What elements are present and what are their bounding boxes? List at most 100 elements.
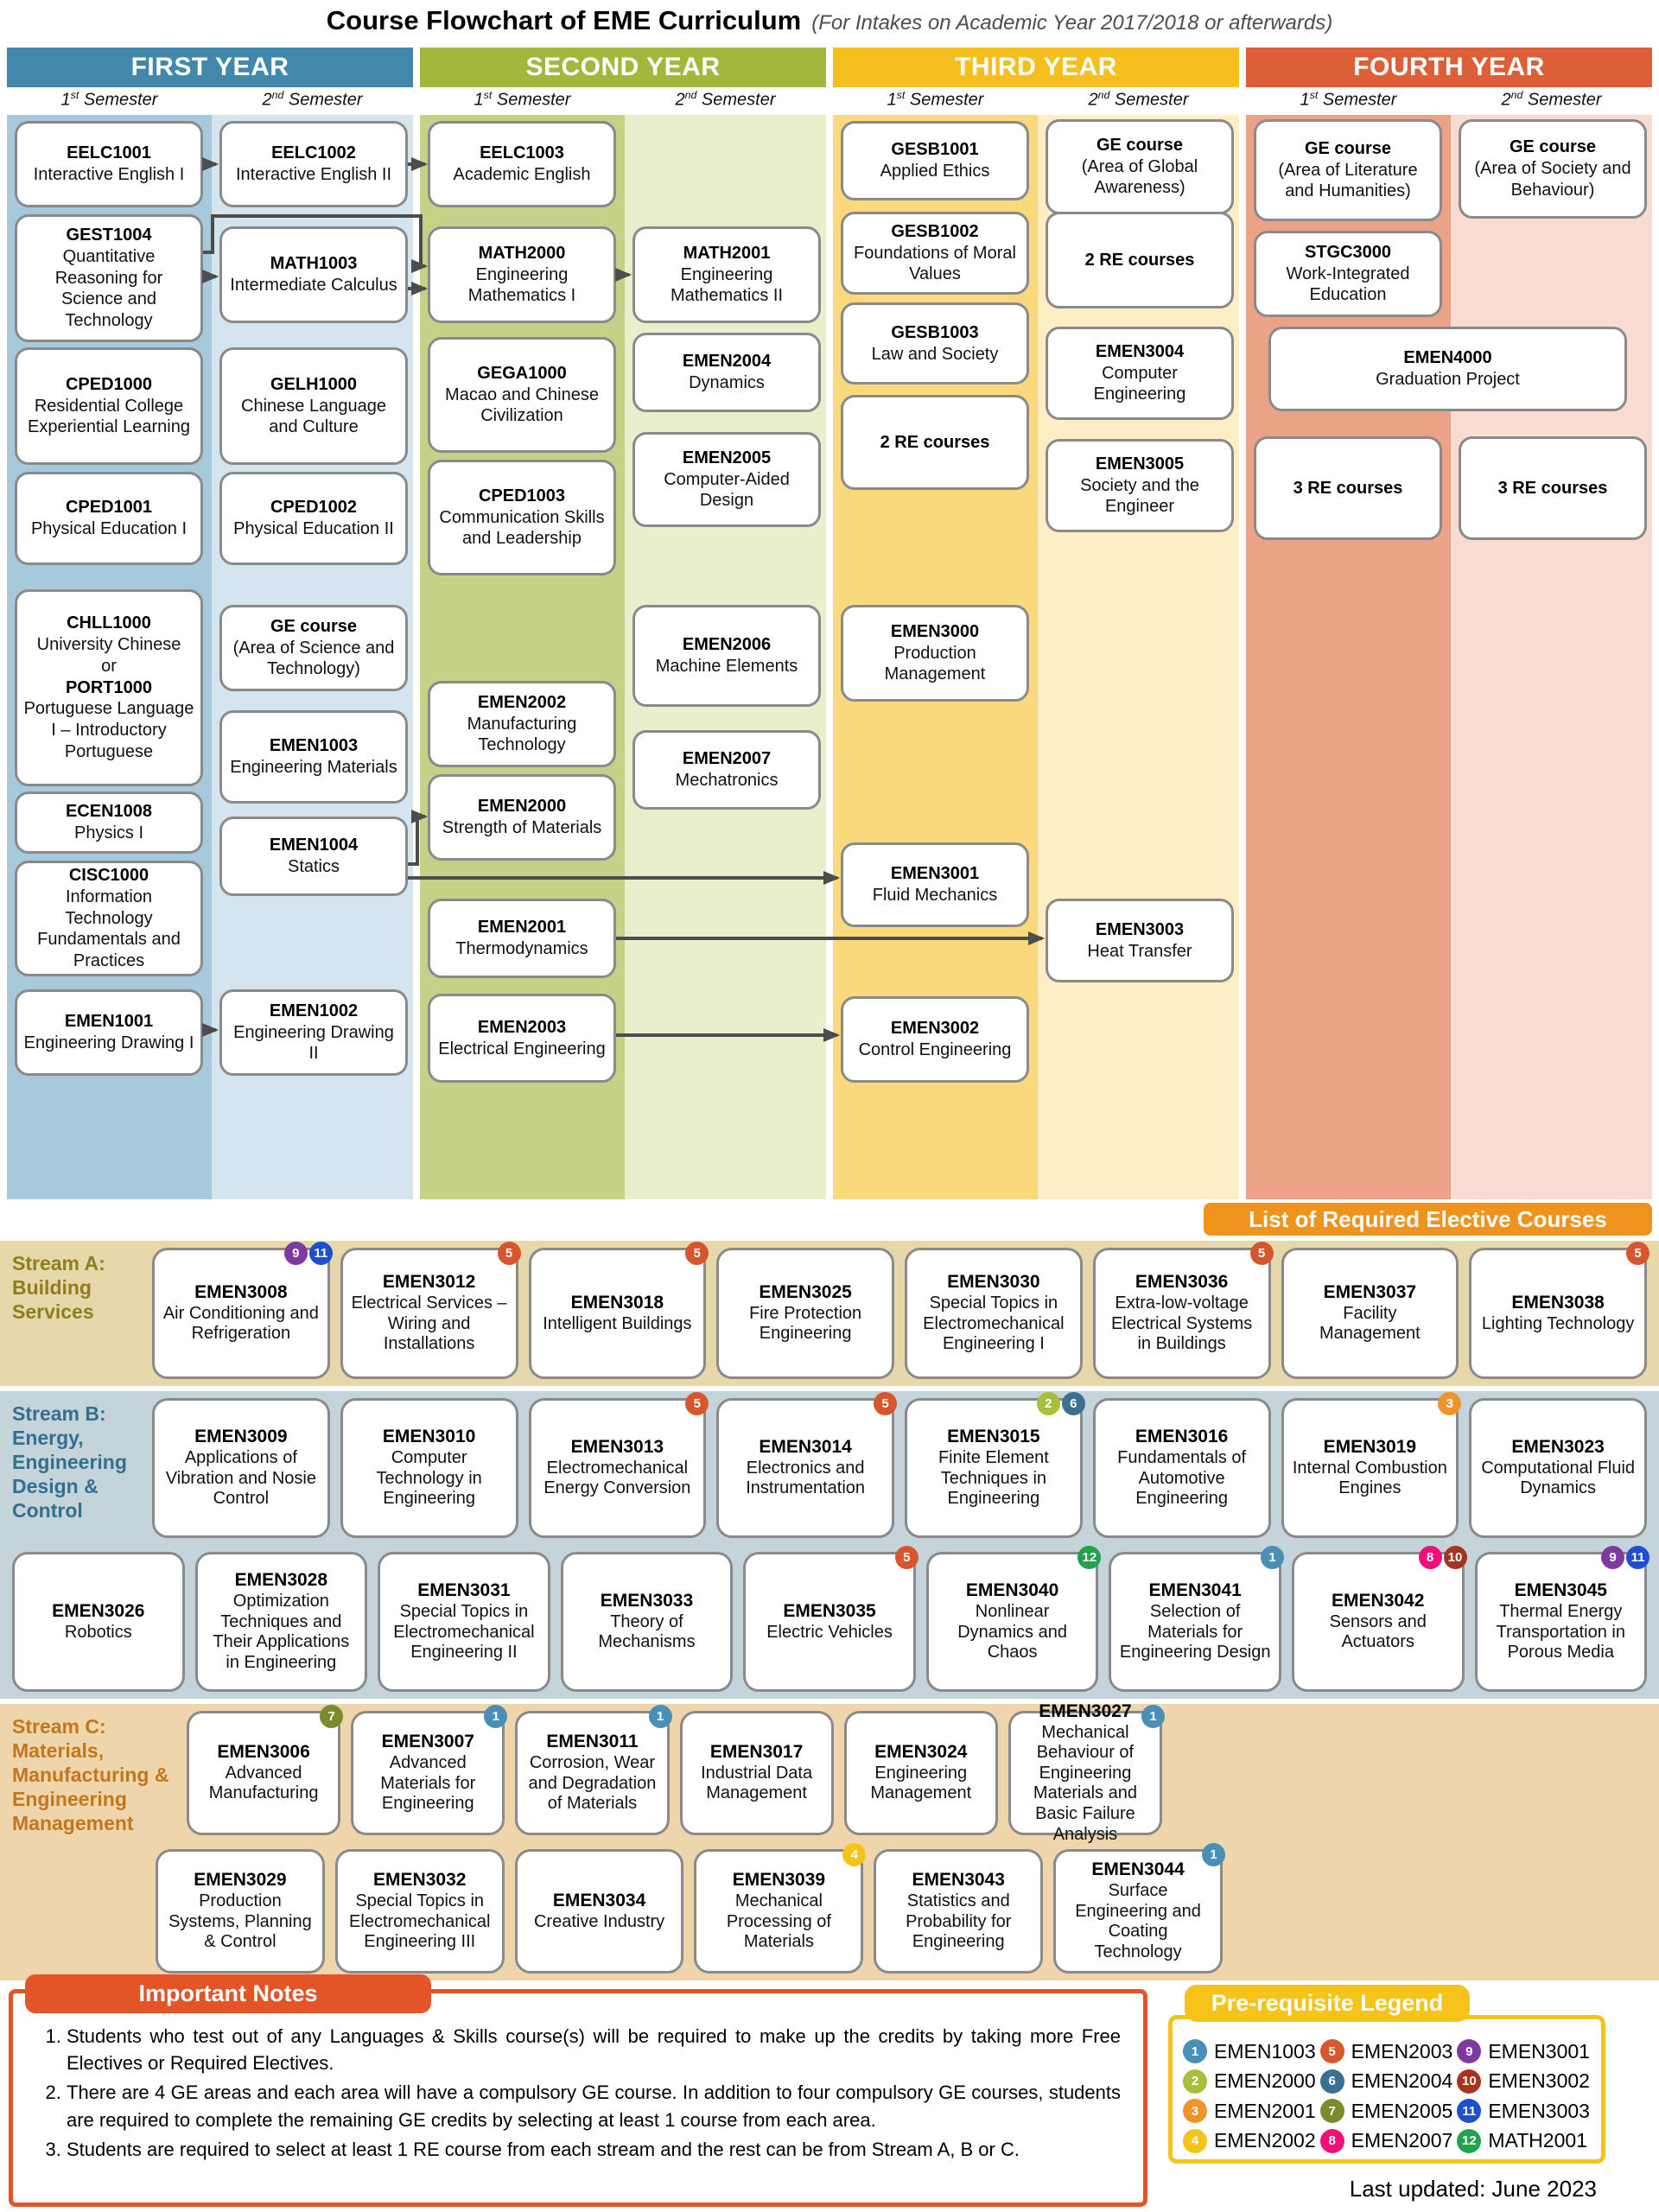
- course-box-line: EMEN1004: [269, 836, 359, 855]
- prereq-badges: 7: [320, 1705, 344, 1728]
- elective-name: Sensors and Actuators: [1329, 1611, 1427, 1652]
- legend-label: EMEN2001: [1214, 2099, 1316, 2122]
- prereq-badge-10: 10: [1443, 1546, 1467, 1569]
- course-box-line: Communication Skills and Leadership: [439, 507, 605, 549]
- course-box-line: 2 RE courses: [880, 432, 990, 452]
- prereq-badge-1: 1: [484, 1705, 508, 1728]
- course-box-line: EMEN4000: [1403, 348, 1492, 368]
- stream-label-line: Design &: [12, 1475, 99, 1498]
- course-box-line: CPED1003: [478, 486, 566, 505]
- course-box-line: Production Management: [884, 643, 986, 684]
- course-box-line: GELH1000: [270, 374, 358, 394]
- stream-label-line: Management: [12, 1812, 134, 1835]
- course-box-line: EMEN3002: [890, 1019, 980, 1039]
- prereq-badges: 1: [484, 1705, 508, 1728]
- course-box-line: Fluid Mechanics: [872, 886, 998, 905]
- course-box-line: EELC1003: [480, 143, 564, 163]
- semester-label: 1st Semester: [1246, 89, 1451, 113]
- elective-code: EMEN3016: [1135, 1427, 1229, 1447]
- semester-label: 1st Semester: [7, 89, 212, 113]
- course-box-line: Manufacturing Technology: [467, 714, 577, 755]
- semester-word: Semester: [1318, 90, 1397, 110]
- course-box-line: Engineering Materials: [230, 758, 397, 777]
- elective-name: Applications of Vibration and Nosie Cont…: [165, 1447, 316, 1509]
- course-box-ge-course: GE course(Area of Science and Technology…: [219, 605, 408, 691]
- semester-label: 2nd Semester: [1038, 89, 1239, 113]
- prereq-badge-8: 8: [1418, 1546, 1442, 1569]
- course-box-line: (Area of Literature and Humanities): [1278, 160, 1418, 201]
- course-box-line: Information Technology Fundamentals and …: [37, 887, 181, 971]
- course-box-line: Thermodynamics: [455, 939, 588, 958]
- elective-code: EMEN3023: [1511, 1437, 1605, 1458]
- prereq-badge-1: 1: [1201, 1843, 1225, 1866]
- elective-code: EMEN3036: [1135, 1272, 1229, 1293]
- course-box-line: EMEN2006: [682, 635, 772, 655]
- course-box-line: GEST1004: [66, 226, 152, 245]
- elective-code: EMEN3027: [1039, 1700, 1132, 1721]
- elective-code: EMEN3030: [947, 1272, 1040, 1293]
- course-box-line: PORT1000: [65, 677, 153, 697]
- course-box-line: Society and the Engineer: [1080, 475, 1199, 517]
- course-box-line: Physical Education I: [30, 519, 188, 538]
- elective-name: Mechanical Behaviour of Engineering Mate…: [1033, 1722, 1137, 1844]
- course-box-line: Computer-Aided Design: [664, 469, 790, 511]
- course-box-line: Applied Ethics: [880, 162, 990, 181]
- semester-word: Semester: [79, 90, 158, 110]
- legend-badge-7: 7: [1319, 2099, 1344, 2124]
- elective-code: EMEN3007: [381, 1732, 474, 1752]
- elective-name: Facility Management: [1319, 1303, 1421, 1344]
- prereq-badges: 1: [1260, 1546, 1284, 1569]
- course-box-line: EMEN3001: [890, 864, 980, 884]
- legend-label: EMEN2004: [1351, 2069, 1453, 2093]
- elective-code: EMEN3013: [570, 1437, 664, 1458]
- course-box-line: Macao and Chinese Civilization: [445, 385, 599, 426]
- elective-code: EMEN3015: [947, 1427, 1040, 1447]
- semester-number: 2: [262, 90, 272, 110]
- course-box-line: EMEN2005: [682, 448, 772, 467]
- prereq-badge-1: 1: [1141, 1705, 1166, 1728]
- legend-label: EMEN2000: [1214, 2069, 1316, 2093]
- semester-word: Semester: [696, 90, 776, 110]
- course-box-line: Dynamics: [689, 373, 765, 392]
- course-box-line: Statics: [287, 857, 340, 876]
- prereq-badges: 5: [894, 1546, 918, 1569]
- elective-code: EMEN3028: [234, 1570, 328, 1591]
- elective-name: Intelligent Buildings: [543, 1313, 692, 1333]
- course-box-line: Control Engineering: [858, 1040, 1012, 1059]
- course-box-line: Physical Education II: [233, 519, 394, 538]
- course-box-line: EMEN1002: [269, 1001, 359, 1020]
- course-box-line: EMEN2007: [682, 749, 772, 769]
- year-header-second-year: SECOND YEAR: [420, 48, 826, 87]
- course-box-line: Engineering Mathematics I: [467, 264, 576, 306]
- course-box-line: Strength of Materials: [442, 818, 602, 837]
- title-main: Course Flowchart of EME Curriculum: [326, 5, 802, 35]
